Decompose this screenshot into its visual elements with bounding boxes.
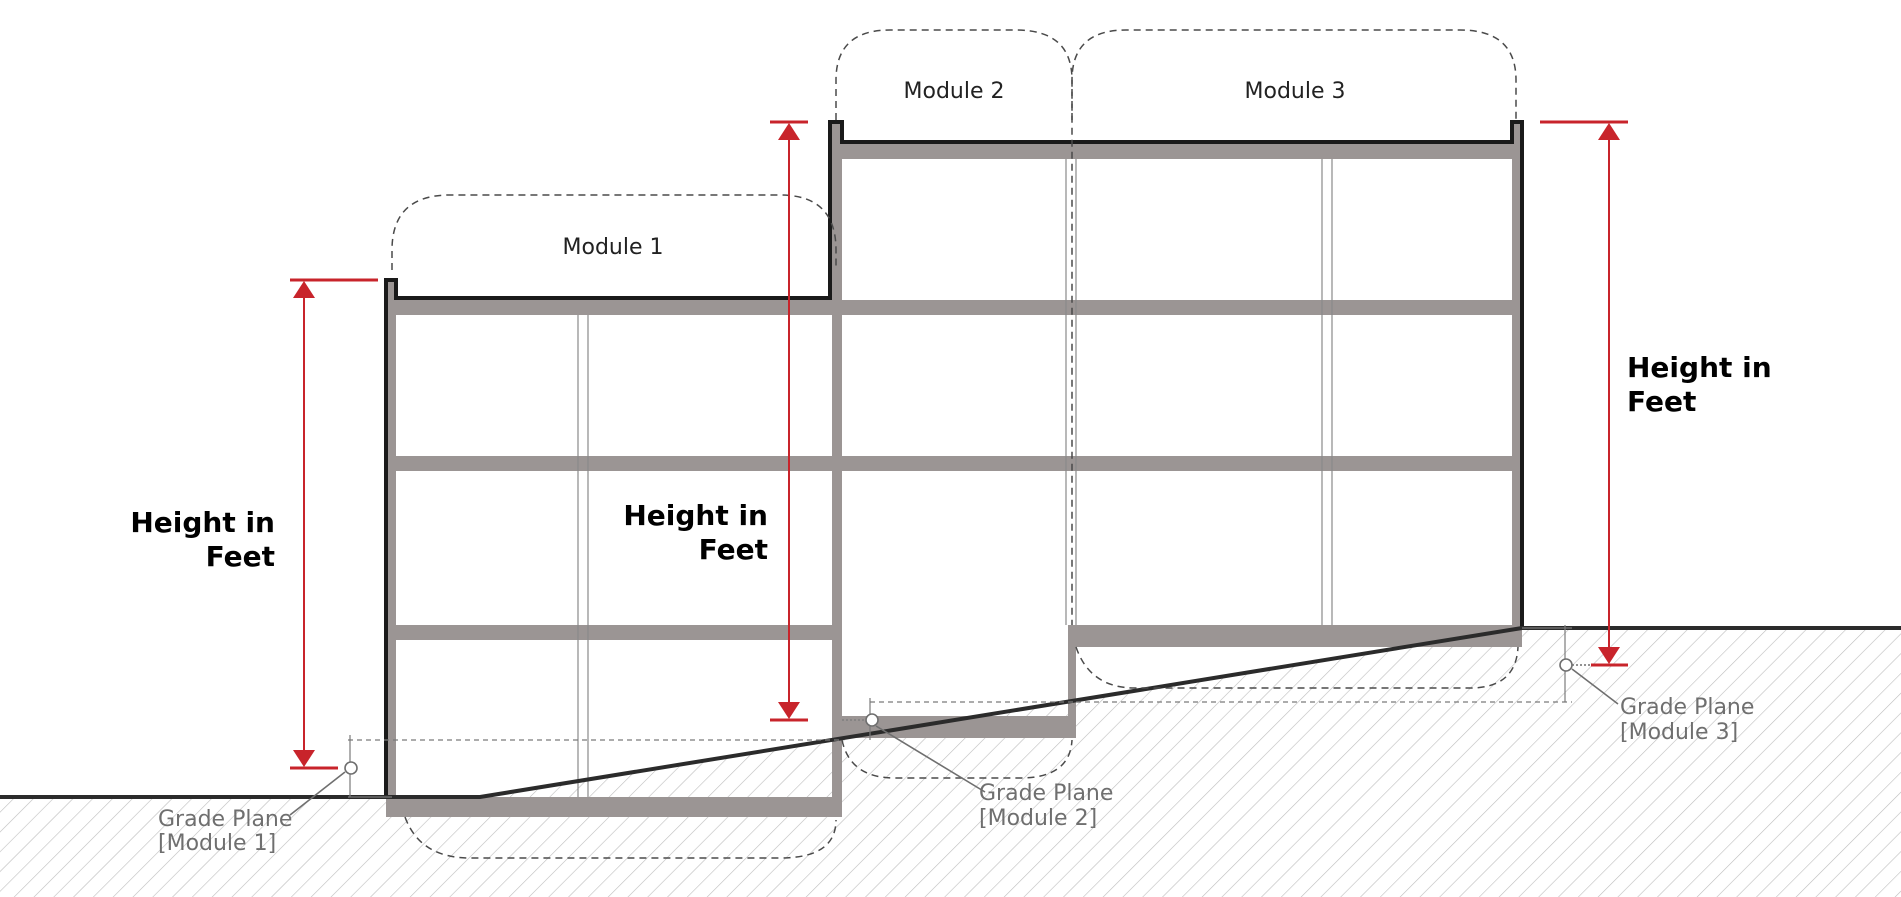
module-2-base-envelope [841,739,1073,779]
grade-plane-label-module-3-line1: Grade Plane [1620,695,1754,720]
height-label-module-2-line2: Feet [699,533,768,566]
module-2-label: Module 2 [904,79,1005,104]
module-1-base-envelope [404,816,837,859]
grade-plane-markers [289,658,1619,816]
grade-lines [0,626,1901,799]
arrow-top-module-1 [293,281,315,298]
module-envelopes [391,29,1519,859]
wall-module-3-right [1512,122,1522,647]
module-2-envelope [835,29,1073,625]
height-label-module-1-line1: Height in [130,506,275,539]
height-label-module-1-line2: Feet [206,540,275,573]
height-label-module-2-line1: Height in [623,499,768,532]
arrow-top-module-3 [1598,123,1620,140]
wall-module-2-left [832,122,842,817]
module-3-envelope [1071,29,1517,120]
dimension-lines [290,120,1628,770]
grade-plane-label-module-2-line2: [Module 2] [979,806,1097,831]
module-3-base-envelope [1075,646,1519,689]
height-label-module-3-line1: Height in [1627,351,1772,384]
wall-module-2-right [1068,625,1076,738]
floor-slab-lower-module-1 [392,625,842,640]
interior-columns [577,159,1333,797]
wall-module-1-left [386,280,396,817]
arrow-bottom-module-1 [293,750,315,767]
grade-plane-label-module-3-line2: [Module 3] [1620,720,1738,745]
floor-slab-lower-module-3 [1068,625,1520,647]
grade-plane-label-module-1-line1: Grade Plane [158,807,292,832]
grade-marker-module-1 [344,761,358,775]
height-label-module-3-line2: Feet [1627,385,1696,418]
roof-slab-module-2-3 [836,144,1516,159]
module-1-label: Module 1 [563,235,664,260]
arrow-top-module-2 [778,123,800,140]
floor-slabs [386,122,1522,817]
building-outline [384,120,1524,797]
module-1-envelope [391,194,837,270]
arrow-bottom-module-3 [1598,647,1620,664]
floor-slab-upper [392,300,1516,315]
ground-hatch [0,628,1901,897]
grade-marker-module-2 [865,713,879,727]
floor-slab-middle [392,456,1516,471]
arrow-bottom-module-2 [778,702,800,719]
base-slab-module-1 [386,797,842,817]
grade-plane-label-module-1-line2: [Module 1] [158,831,276,856]
base-slab-module-2 [836,716,1076,738]
grade-plane-label-module-2-line1: Grade Plane [979,781,1113,806]
module-3-label: Module 3 [1245,79,1346,104]
grade-marker-module-3 [1559,658,1573,672]
